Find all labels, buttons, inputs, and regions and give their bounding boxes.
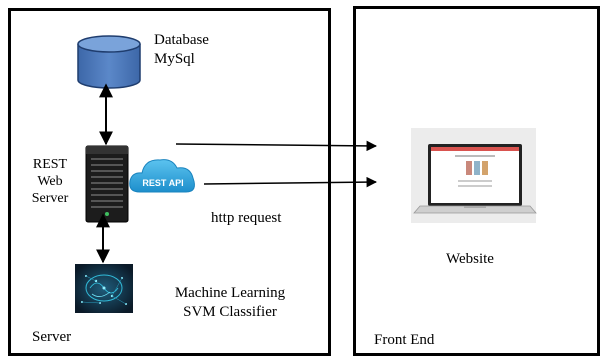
ml-label-line1: Machine Learning xyxy=(174,285,286,301)
server-to-website-arrow xyxy=(175,140,378,152)
rest-server-label-line1: REST xyxy=(32,157,68,172)
website-label: Website xyxy=(446,251,494,267)
api-to-website-arrow xyxy=(203,176,378,188)
server-panel-label: Server xyxy=(32,329,72,345)
server-tower-icon xyxy=(85,145,129,223)
database-label-line2: MySql xyxy=(154,51,195,67)
rest-api-cloud-icon xyxy=(129,159,195,193)
laptop-website-icon xyxy=(411,128,537,223)
database-label: Database MySql xyxy=(154,31,209,69)
ml-label-line2: SVM Classifier xyxy=(183,304,277,320)
frontend-panel-label: Front End xyxy=(374,332,435,348)
rest-server-label-line3: Server xyxy=(31,191,69,206)
rest-server-label: REST Web Server xyxy=(28,156,72,207)
ml-label: Machine Learning SVM Classifier xyxy=(150,284,310,322)
database-label-line1: Database xyxy=(154,32,209,48)
rest-api-badge: REST API xyxy=(142,178,184,188)
database-icon xyxy=(77,35,141,89)
rest-server-label-line2: Web xyxy=(37,174,63,189)
machine-learning-brain-icon xyxy=(75,264,133,313)
http-request-label: http request xyxy=(211,210,282,226)
